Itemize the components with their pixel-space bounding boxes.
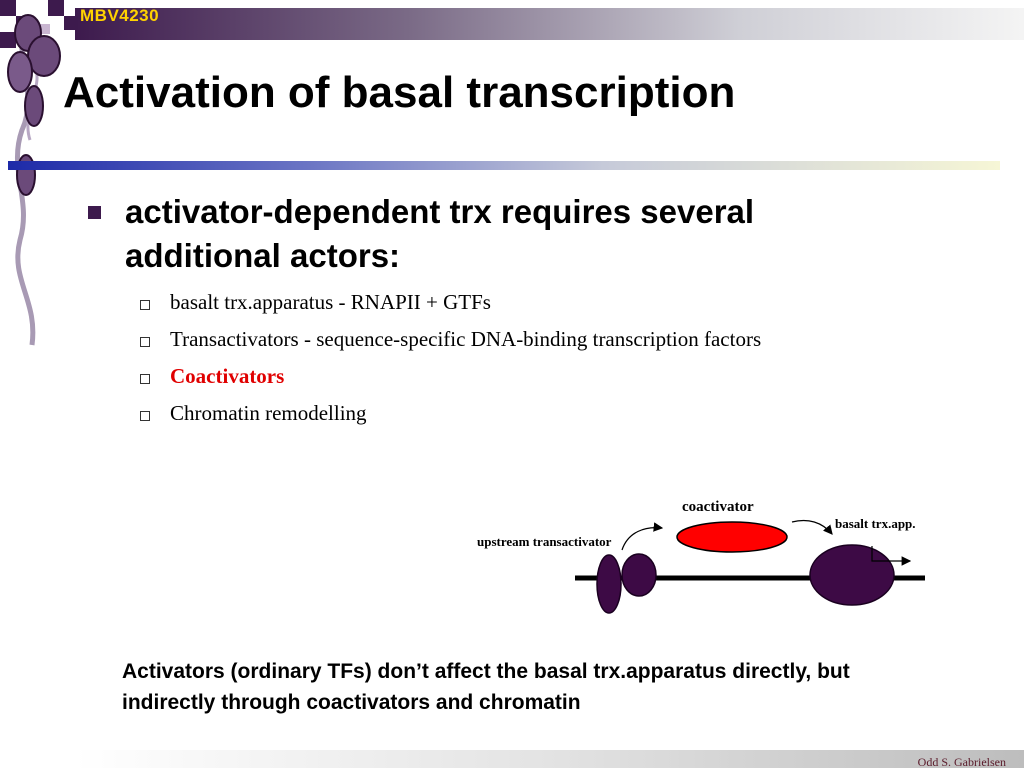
transactivator-protein-2 — [621, 553, 657, 597]
list-item-highlighted: Coactivators — [140, 363, 1000, 400]
slide-title: Activation of basal transcription — [63, 68, 736, 117]
hollow-square-bullet-icon — [140, 411, 150, 421]
title-divider — [8, 161, 1000, 170]
list-item-text: Chromatin remodelling — [170, 401, 367, 425]
list-item: Transactivators - sequence-specific DNA-… — [140, 326, 1000, 363]
transactivator-protein-1 — [596, 554, 622, 614]
sub-bullet-list: basalt trx.apparatus - RNAPII + GTFs Tra… — [140, 289, 1000, 437]
transcription-diagram: coactivator basalt trx.app. upstream tra… — [477, 499, 925, 614]
label-coactivator: coactivator — [682, 499, 754, 515]
hollow-square-bullet-icon — [140, 374, 150, 384]
course-code: MBV4230 — [80, 6, 160, 25]
footer-gradient-bar — [75, 750, 1024, 768]
list-item-text: Coactivators — [170, 364, 285, 388]
coactivator-ellipse — [676, 521, 788, 553]
list-item-text: Transactivators - sequence-specific DNA-… — [170, 327, 762, 351]
arrow-to-coactivator — [621, 522, 664, 551]
decorative-beads-vine — [0, 0, 78, 346]
list-item-text: basalt trx.apparatus - RNAPII + GTFs — [170, 290, 491, 314]
main-bullet: activator-dependent trx requires several… — [88, 190, 908, 278]
label-basal-apparatus: basalt trx.app. — [835, 516, 916, 531]
arrow-to-basal-apparatus — [791, 519, 833, 535]
list-item: basalt trx.apparatus - RNAPII + GTFs — [140, 289, 1000, 326]
header-gradient-bar — [75, 8, 1024, 40]
transcription-start-arrow — [871, 546, 912, 566]
main-bullet-text: activator-dependent trx requires several… — [125, 193, 755, 274]
label-upstream-transactivator: upstream transactivator — [477, 534, 612, 549]
slide-caption: Activators (ordinary TFs) don’t affect t… — [122, 660, 850, 714]
hollow-square-bullet-icon — [140, 337, 150, 347]
square-bullet-icon — [88, 206, 101, 219]
hollow-square-bullet-icon — [140, 300, 150, 310]
list-item: Chromatin remodelling — [140, 400, 1000, 437]
basal-apparatus-protein — [809, 544, 895, 606]
author-name: Odd S. Gabrielsen — [917, 755, 1006, 769]
